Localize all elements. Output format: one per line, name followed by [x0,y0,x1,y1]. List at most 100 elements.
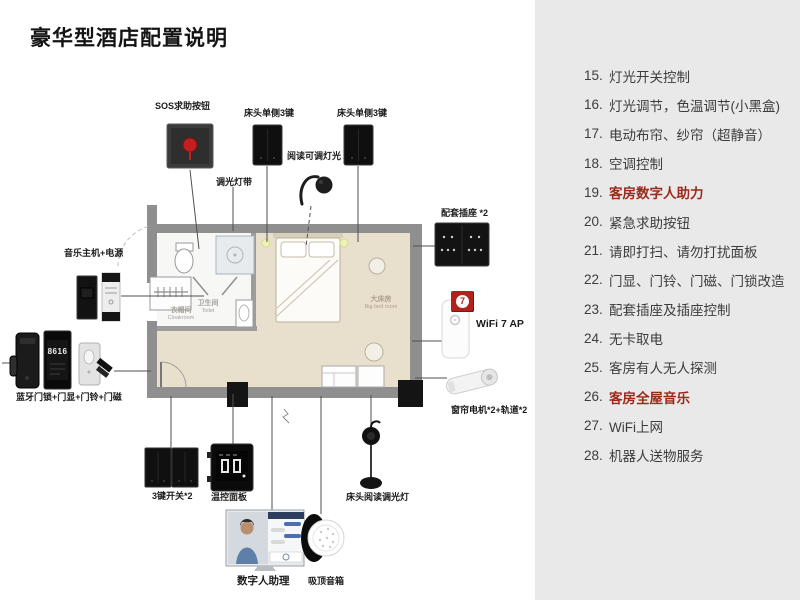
feature-item-text: 客房有人无人探测 [609,361,717,377]
room-toilet-en: Toilet [201,308,215,315]
reading-light-label: 阅读可调灯光 [287,151,342,161]
squiggle-mark [282,408,290,424]
feature-list: 15. 灯光开关控制 16. 灯光调节，色温调节(小黑盒) 17. 电动布帘、纱帘（超静音… [584,61,785,470]
room-bedroom-cn: 大床房 [370,296,392,303]
feature-item: 18. 空调控制 [584,149,785,178]
digital-human-screen-device [225,509,305,571]
room-cloakroom-en: Cloakroom [167,315,195,322]
door-lock-device [9,332,40,389]
floor-plan-canvas [2,123,498,571]
feature-item: 16. 灯光调节，色温调节(小黑盒) [584,90,785,119]
feature-item-number: 25. [584,359,603,375]
feature-item: 23. 配套插座及插座控制 [584,295,785,324]
socket-panel-device [434,222,490,267]
feature-item-number: 22. [584,272,603,288]
room-label-cloakroom: 衣帽间 Cloakroom [161,307,201,322]
sos-label: SOS求助按钮 [155,101,211,111]
devices [9,123,498,571]
feature-item-number: 20. [584,214,603,230]
thermostat-device [207,443,254,492]
wifi7-logo-number: 7 [456,295,469,308]
door-lock-label: 蓝牙门锁+门显+门铃+门磁 [16,392,122,402]
feature-item-number: 24. [584,330,603,346]
feature-item-text: 空调控制 [609,157,663,173]
thermostat-label: 温控面板 [211,492,248,502]
sink-unit [235,299,254,328]
feature-item-text: 门显、门铃、门磁、门锁改造 [609,273,785,289]
feature-item-number: 26. [584,389,603,405]
feature-item-text: 机器人送物服务 [609,449,704,465]
three-key-switch-label: 3键开关*2 [152,491,193,501]
bedside-switch-left-device [252,124,283,166]
feature-item-text: 电动布帘、纱帘（超静音） [609,127,771,143]
wifi7-logo-icon: 7 [451,291,474,312]
cabinets [321,365,385,388]
feature-item: 24. 无卡取电 [584,324,785,353]
bedside-left-label: 床头单侧3键 [244,108,295,118]
column [398,380,423,407]
bed [273,233,343,323]
socket-label: 配套插座 *2 [441,208,489,218]
lock-display-value: 8616 [47,347,68,356]
feature-item-number: 18. [584,155,603,171]
entry-door-arc [160,361,187,388]
wifi-ap-label: WiFi 7 AP [476,318,524,330]
bathroom-door [192,276,238,296]
room-toilet-cn: 卫生间 [197,300,219,307]
feature-item-number: 21. [584,243,603,259]
door-swing-dashed [117,225,151,267]
room-cloakroom-cn: 衣帽间 [170,307,192,314]
curtain-motor-label: 窗帘电机*2+轨道*2 [451,405,528,415]
page-title: 豪华型酒店配置说明 [30,27,228,50]
feature-item: 28.机器人送物服务 [584,440,785,469]
feature-item-number: 19. [584,184,603,200]
feature-item: 27. WiFi上网 [584,411,785,440]
room-label-toilet: 卫生间 Toilet [188,300,228,315]
digital-human-label: 数字人助理 [237,575,290,587]
room-label-bedroom: 大床房 Big bed room [356,296,406,311]
feature-item-text: 请即打扫、请勿打扰面板 [609,244,758,260]
bedside-right-label: 床头单侧3键 [337,108,388,118]
door-magnet-device [95,357,113,378]
feature-item-text: 配套插座及插座控制 [609,303,731,319]
feature-item-number: 17. [584,126,603,142]
feature-item-text: 客房全屋音乐 [609,390,690,406]
power-supply-device [101,272,121,322]
feature-item-text: 灯光开关控制 [609,69,690,85]
curtain-motor-device [445,368,498,395]
shower [215,235,255,275]
room-bedroom-en: Big bed room [364,304,398,311]
stool [368,257,386,275]
doorbell-device [78,342,101,386]
column [227,382,248,407]
feature-item-text: 紧急求助按钮 [609,215,690,231]
feature-item-number: 16. [584,97,603,113]
feature-item: 17. 电动布帘、纱帘（超静音） [584,119,785,148]
sos-button-device [166,123,214,169]
wardrobe [149,276,192,311]
feature-item-text: WiFi上网 [609,419,663,435]
feature-item-number: 23. [584,301,603,317]
feature-item-number: 27. [584,418,603,434]
bed-reading-lamp-label: 床头阅读调光灯 [346,492,410,502]
downlight [261,238,271,248]
feature-item: 15. 灯光开关控制 [584,61,785,90]
door-display-device [43,330,72,390]
downlight [339,238,349,248]
music-host-device [76,275,98,320]
bedside-switch-right-device [343,124,374,166]
feature-item: 22. 门显、门铃、门磁、门锁改造 [584,265,785,294]
ceiling-speaker-label: 吸顶音箱 [308,576,345,586]
connector-lines [2,166,447,514]
feature-item: 21. 请即打扫、请勿打扰面板 [584,236,785,265]
feature-item-text: 无卡取电 [609,332,663,348]
toilet-fixture [174,242,194,274]
feature-item-number: 15. [584,68,603,84]
feature-item-text: 客房数字人助力 [609,186,704,202]
three-key-switch-device [144,447,199,488]
feature-item: 26. 客房全屋音乐 [584,382,785,411]
feature-panel: 15. 灯光开关控制 16. 灯光调节，色温调节(小黑盒) 17. 电动布帘、纱帘（超静音… [535,0,800,600]
feature-item-text: 灯光调节，色温调节(小黑盒) [609,98,780,114]
feature-item: 19. 客房数字人助力 [584,178,785,207]
